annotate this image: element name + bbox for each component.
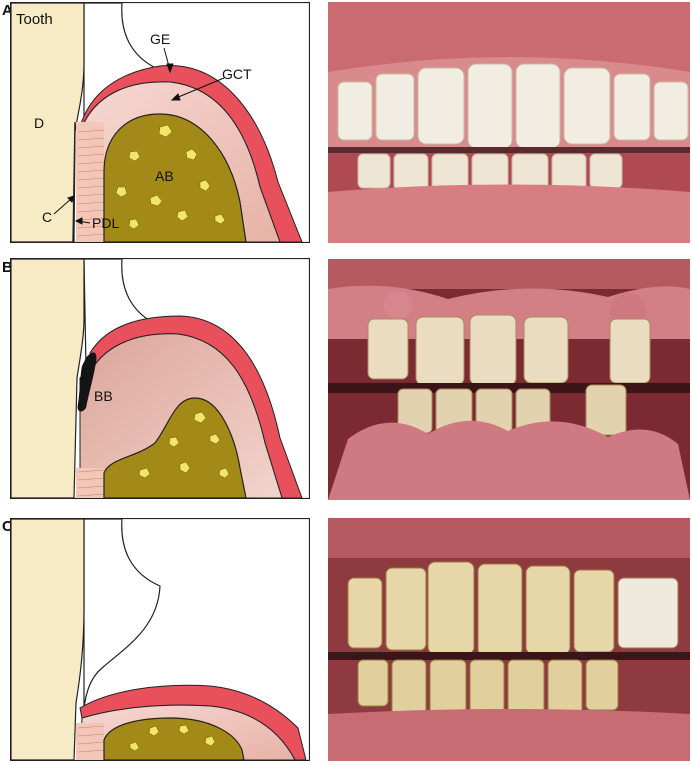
- tooth-dentin: [10, 258, 85, 499]
- label-pdl: PDL: [92, 215, 119, 231]
- label-tooth: Tooth: [16, 11, 53, 28]
- tooth-crown: [83, 518, 161, 709]
- alveolar-bone: [103, 113, 247, 243]
- diagram-b: BB: [10, 258, 310, 499]
- panel-label-c: C: [2, 518, 13, 535]
- alveolar-bone: [103, 717, 245, 761]
- bacterial-biofilm: [77, 352, 97, 412]
- diagram-c: [10, 518, 310, 761]
- label-gct: GCT: [222, 66, 252, 82]
- bone-marrow-spots: [115, 124, 226, 230]
- label-dentin: D: [34, 115, 44, 131]
- photo-a-healthy-gingiva: [328, 2, 690, 243]
- tooth-dentin: [10, 518, 85, 761]
- photo-c-receded-gingiva: [328, 518, 690, 761]
- label-cementum: C: [42, 209, 52, 225]
- photo-b-inflamed-gingiva: [328, 259, 690, 500]
- pdl-fibers: [77, 129, 105, 237]
- panel-label-b: B: [2, 259, 13, 276]
- label-arrows: [53, 47, 225, 225]
- label-ge: GE: [150, 31, 170, 47]
- label-ab: AB: [155, 168, 174, 184]
- label-bb: BB: [94, 388, 113, 404]
- panel-label-a: A: [2, 2, 13, 19]
- diagram-a: Tooth D GE GCT AB C PDL: [10, 2, 310, 243]
